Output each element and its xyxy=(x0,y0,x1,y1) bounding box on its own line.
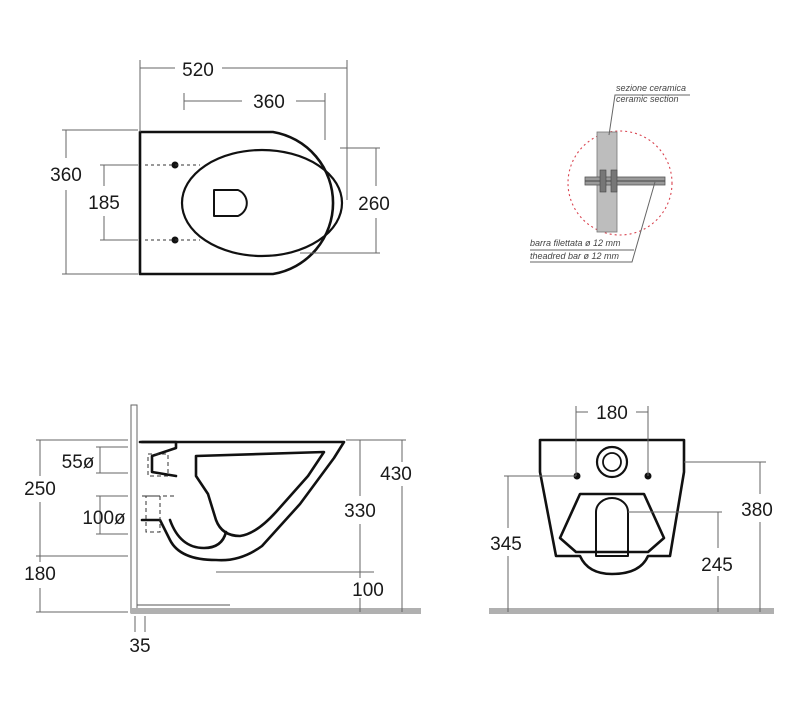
front-view-bowl-inner xyxy=(558,492,666,554)
dim-inlet-55: 55ø xyxy=(62,452,95,473)
front-view-inlet-outer xyxy=(595,445,629,479)
top-view-rim-oval xyxy=(180,148,344,258)
dim-rim-260: 260 xyxy=(358,194,390,215)
dim-wall-35: 35 xyxy=(129,636,150,657)
label-threaded-bar-it: barra filettata ø 12 mm xyxy=(530,238,621,248)
side-view: 250 180 55ø 100ø 430 330 100 3 xyxy=(24,404,421,657)
label-ceramic-section-en: ceramic section xyxy=(616,94,679,104)
dim-fixing-180: 180 xyxy=(596,403,628,424)
front-view-floor xyxy=(489,608,774,614)
dim-fixing-185: 185 xyxy=(88,193,120,214)
top-view: 520 360 360 185 260 xyxy=(50,60,390,276)
dim-width-520: 520 xyxy=(182,60,214,81)
top-view-bowl-outline xyxy=(138,130,335,276)
side-view-bowl-outline xyxy=(138,440,346,562)
side-view-floor xyxy=(131,608,421,614)
dim-fixing-height-345: 345 xyxy=(490,534,522,555)
dim-depth-360: 360 xyxy=(50,165,82,186)
dim-outlet-height-245: 245 xyxy=(701,555,733,576)
dim-outlet-floor-100: 100 xyxy=(352,580,384,601)
side-view-inlet xyxy=(140,440,178,478)
dim-inlet-250: 250 xyxy=(24,479,56,500)
dim-width-360: 360 xyxy=(253,92,285,113)
front-view: 180 345 380 245 xyxy=(489,403,774,614)
front-view-outlet xyxy=(595,497,629,557)
dim-height-430: 430 xyxy=(380,464,412,485)
top-view-drain xyxy=(213,189,248,217)
side-view-wall xyxy=(130,404,138,614)
label-ceramic-section-it: sezione ceramica xyxy=(616,83,686,93)
detail-circle xyxy=(567,130,673,236)
label-threaded-bar-en: theadred bar ø 12 mm xyxy=(530,251,620,261)
front-view-body xyxy=(538,438,686,576)
dim-outlet-100: 100ø xyxy=(82,508,126,529)
dim-rim-330: 330 xyxy=(344,501,376,522)
front-view-inlet-inner xyxy=(602,452,622,472)
dim-top-height-380: 380 xyxy=(741,500,773,521)
side-view-bowl-inner xyxy=(194,450,326,538)
ceramic-section-detail: sezione ceramica ceramic section barra f… xyxy=(530,83,690,263)
side-view-trap xyxy=(168,518,228,550)
dim-outlet-180: 180 xyxy=(24,564,56,585)
front-view-fixing-left xyxy=(573,472,581,480)
